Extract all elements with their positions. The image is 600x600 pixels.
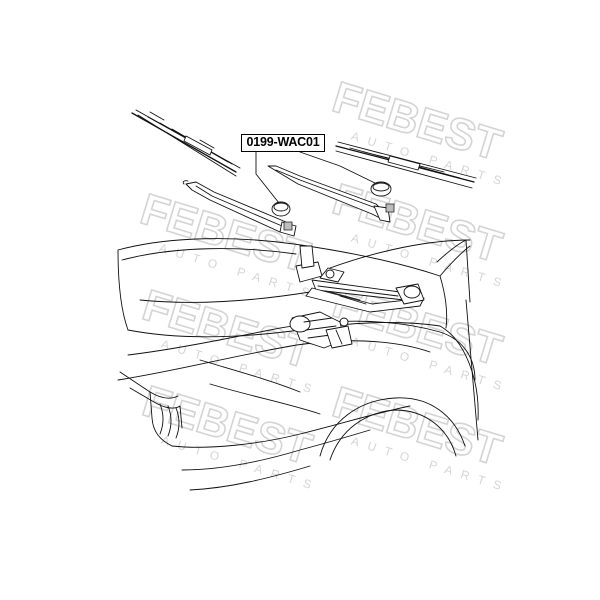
- car-body-outline: [117, 238, 479, 491]
- part-number-label: 0199-WAC01: [241, 134, 325, 152]
- wiper-motor: [289, 311, 353, 349]
- pivot-cap-left: [271, 201, 291, 217]
- pivot-nut-left: [283, 221, 293, 231]
- right-wiper-blade: [335, 141, 477, 189]
- leader-lines: [255, 151, 378, 204]
- pivot-nut-right: [385, 203, 395, 213]
- wiper-linkage: [295, 245, 425, 313]
- left-wiper-blade: [131, 109, 241, 177]
- pivot-caps: [271, 181, 395, 231]
- pivot-cap-right: [370, 181, 392, 197]
